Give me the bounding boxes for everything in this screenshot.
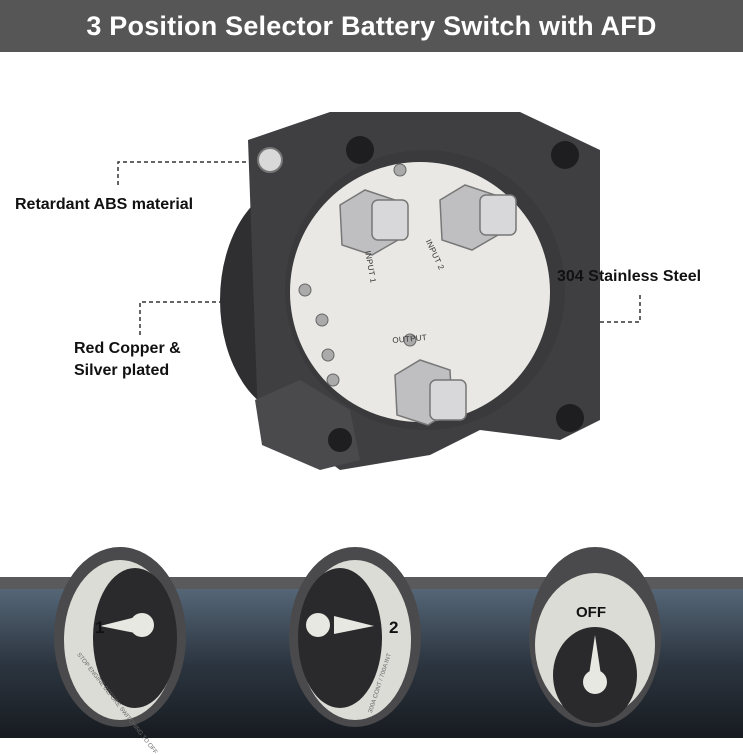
page-title: 3 Position Selector Battery Switch with … [0,0,743,52]
product-illustration [0,112,743,738]
off-label: OFF [576,604,606,621]
position-1-view [54,547,186,727]
position-1-label: 1 [95,618,105,637]
battery-switch-image [220,112,600,470]
off-position-view [529,547,661,727]
position-2-view [289,547,421,727]
callout-stainless-steel: 304 Stainless Steel [557,268,702,285]
callout-abs-material: Retardant ABS material [15,196,194,213]
position-2-label: 2 [389,618,399,637]
callout-red-copper: Red Copper & Silver plated [74,340,181,379]
